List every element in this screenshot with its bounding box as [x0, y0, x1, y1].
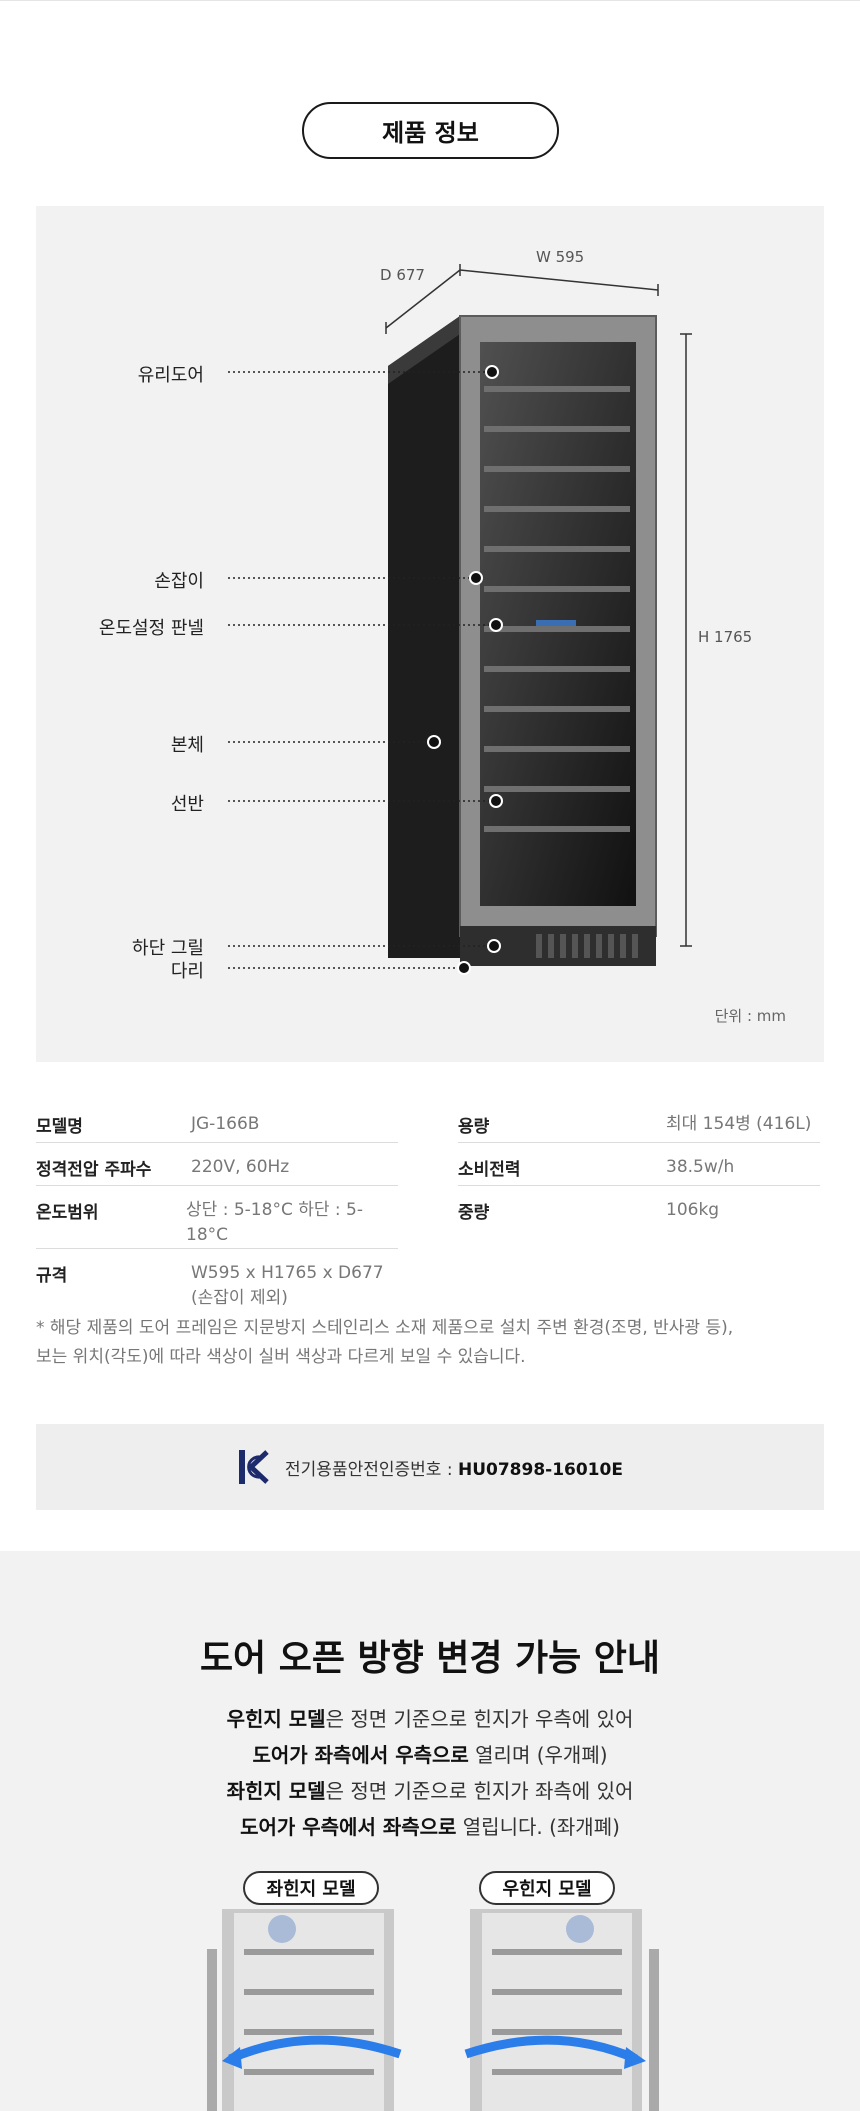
spec-value: 최대 154병 (416L) — [666, 1114, 812, 1134]
spec-value: 106kg — [666, 1200, 720, 1220]
spec-row: 모델명 JG-166B — [36, 1100, 398, 1143]
spec-label: 온도범위 — [36, 1203, 99, 1223]
spec-label: 정격전압 주파수 — [36, 1160, 152, 1180]
disclaimer-note: * 해당 제품의 도어 프레임은 지문방지 스테인리스 소재 제품으로 설치 주… — [36, 1314, 836, 1372]
spec-label: 중량 — [458, 1203, 490, 1223]
part-label-bottom-grill: 하단 그릴 — [132, 938, 204, 959]
certification-number: HU07898-16010E — [457, 1459, 623, 1480]
part-label-shelf: 선반 — [170, 794, 204, 815]
spec-row: 용량 최대 154병 (416L) — [458, 1100, 820, 1143]
door-change-description: 우힌지 모델은 정면 기준으로 힌지가 우측에 있어 도어가 좌측에서 우측으로… — [0, 1701, 860, 1845]
desc-bold: 도어가 좌측에서 우측으로 — [252, 1743, 469, 1767]
desc-bold: 우힌지 모델 — [226, 1707, 326, 1731]
spec-label: 용량 — [458, 1117, 490, 1137]
desc-bold: 좌힌지 모델 — [226, 1779, 326, 1803]
disclaimer-line: 보는 위치(각도)에 따라 색상이 실버 색상과 다르게 보일 수 있습니다. — [36, 1347, 526, 1367]
spec-value: 상단 : 5-18°C 하단 : 5-18°C — [186, 1200, 363, 1245]
width-dimension: W 595 — [536, 248, 585, 266]
spec-row: 규격 W595 x H1765 x D677 (손잡이 제외) — [36, 1249, 398, 1311]
spec-column-left: 모델명 JG-166B 정격전압 주파수 220V, 60Hz 온도범위 상단 … — [36, 1100, 398, 1311]
certification-label: 전기용품안전인증번호 : — [285, 1459, 458, 1480]
right-hinge-model-label: 우힌지 모델 — [479, 1871, 615, 1905]
desc-line: 도어가 우측에서 좌측으로 열립니다. (좌개폐) — [0, 1809, 860, 1845]
part-label-body: 본체 — [170, 735, 204, 756]
spec-value-line: W595 x H1765 x D677 — [191, 1263, 384, 1283]
left-hinge-model-label: 좌힌지 모델 — [243, 1871, 379, 1905]
part-label-handle: 손잡이 — [154, 571, 204, 592]
spec-label: 모델명 — [36, 1117, 83, 1137]
product-diagram: D 677 W 595 H 1765 유리도어 손잡이 온도설정 판넬 본체 선… — [36, 206, 824, 1062]
height-dimension: H 1765 — [698, 628, 753, 646]
certification-box: 전기용품안전인증번호 : HU07898-16010E — [36, 1424, 824, 1510]
desc-text: 열립니다. (좌개폐) — [456, 1815, 620, 1839]
wine-fridge-illustration — [228, 264, 692, 975]
unit-label: 단위 : mm — [714, 1007, 786, 1025]
left-hinge-fridge-image — [207, 1909, 402, 2111]
spec-value: 220V, 60Hz — [191, 1157, 290, 1177]
disclaimer-line: * 해당 제품의 도어 프레임은 지문방지 스테인리스 소재 제품으로 설치 주… — [36, 1318, 734, 1338]
spec-row: 온도범위 상단 : 5-18°C 하단 : 5-18°C — [36, 1186, 398, 1249]
spec-value-note: (손잡이 제외) — [191, 1288, 288, 1308]
spec-row: 중량 106kg — [458, 1186, 820, 1229]
section-title: 제품 정보 — [302, 102, 559, 159]
desc-line: 우힌지 모델은 정면 기준으로 힌지가 우측에 있어 — [0, 1701, 860, 1737]
depth-dimension: D 677 — [380, 266, 425, 284]
part-label-leg: 다리 — [170, 961, 204, 982]
desc-text: 열리며 (우개폐) — [468, 1743, 608, 1767]
top-divider — [0, 0, 860, 1]
spec-row: 소비전력 38.5w/h — [458, 1143, 820, 1186]
door-change-section: 도어 오픈 방향 변경 가능 안내 우힌지 모델은 정면 기준으로 힌지가 우측… — [0, 1551, 860, 2111]
spec-value: W595 x H1765 x D677 (손잡이 제외) — [191, 1261, 384, 1311]
part-label-glass-door: 유리도어 — [137, 365, 204, 386]
spec-label: 소비전력 — [458, 1160, 521, 1180]
certification-text: 전기용품안전인증번호 : HU07898-16010E — [285, 1455, 623, 1480]
part-label-temp-panel: 온도설정 판넬 — [98, 618, 204, 639]
right-hinge-fridge-image — [464, 1909, 659, 2111]
spec-label: 규격 — [36, 1266, 68, 1286]
spec-row: 정격전압 주파수 220V, 60Hz — [36, 1143, 398, 1186]
desc-text: 은 정면 기준으로 힌지가 좌측에 있어 — [325, 1779, 634, 1803]
door-change-title: 도어 오픈 방향 변경 가능 안내 — [199, 1638, 661, 1679]
desc-line: 도어가 좌측에서 우측으로 열리며 (우개폐) — [0, 1737, 860, 1773]
spec-value: JG-166B — [191, 1114, 260, 1134]
desc-text: 은 정면 기준으로 힌지가 우측에 있어 — [325, 1707, 634, 1731]
desc-bold: 도어가 우측에서 좌측으로 — [240, 1815, 457, 1839]
kc-mark-icon — [239, 1450, 269, 1484]
spec-column-right: 용량 최대 154병 (416L) 소비전력 38.5w/h 중량 106kg — [458, 1100, 820, 1229]
desc-line: 좌힌지 모델은 정면 기준으로 힌지가 좌측에 있어 — [0, 1773, 860, 1809]
spec-value: 38.5w/h — [666, 1157, 735, 1177]
